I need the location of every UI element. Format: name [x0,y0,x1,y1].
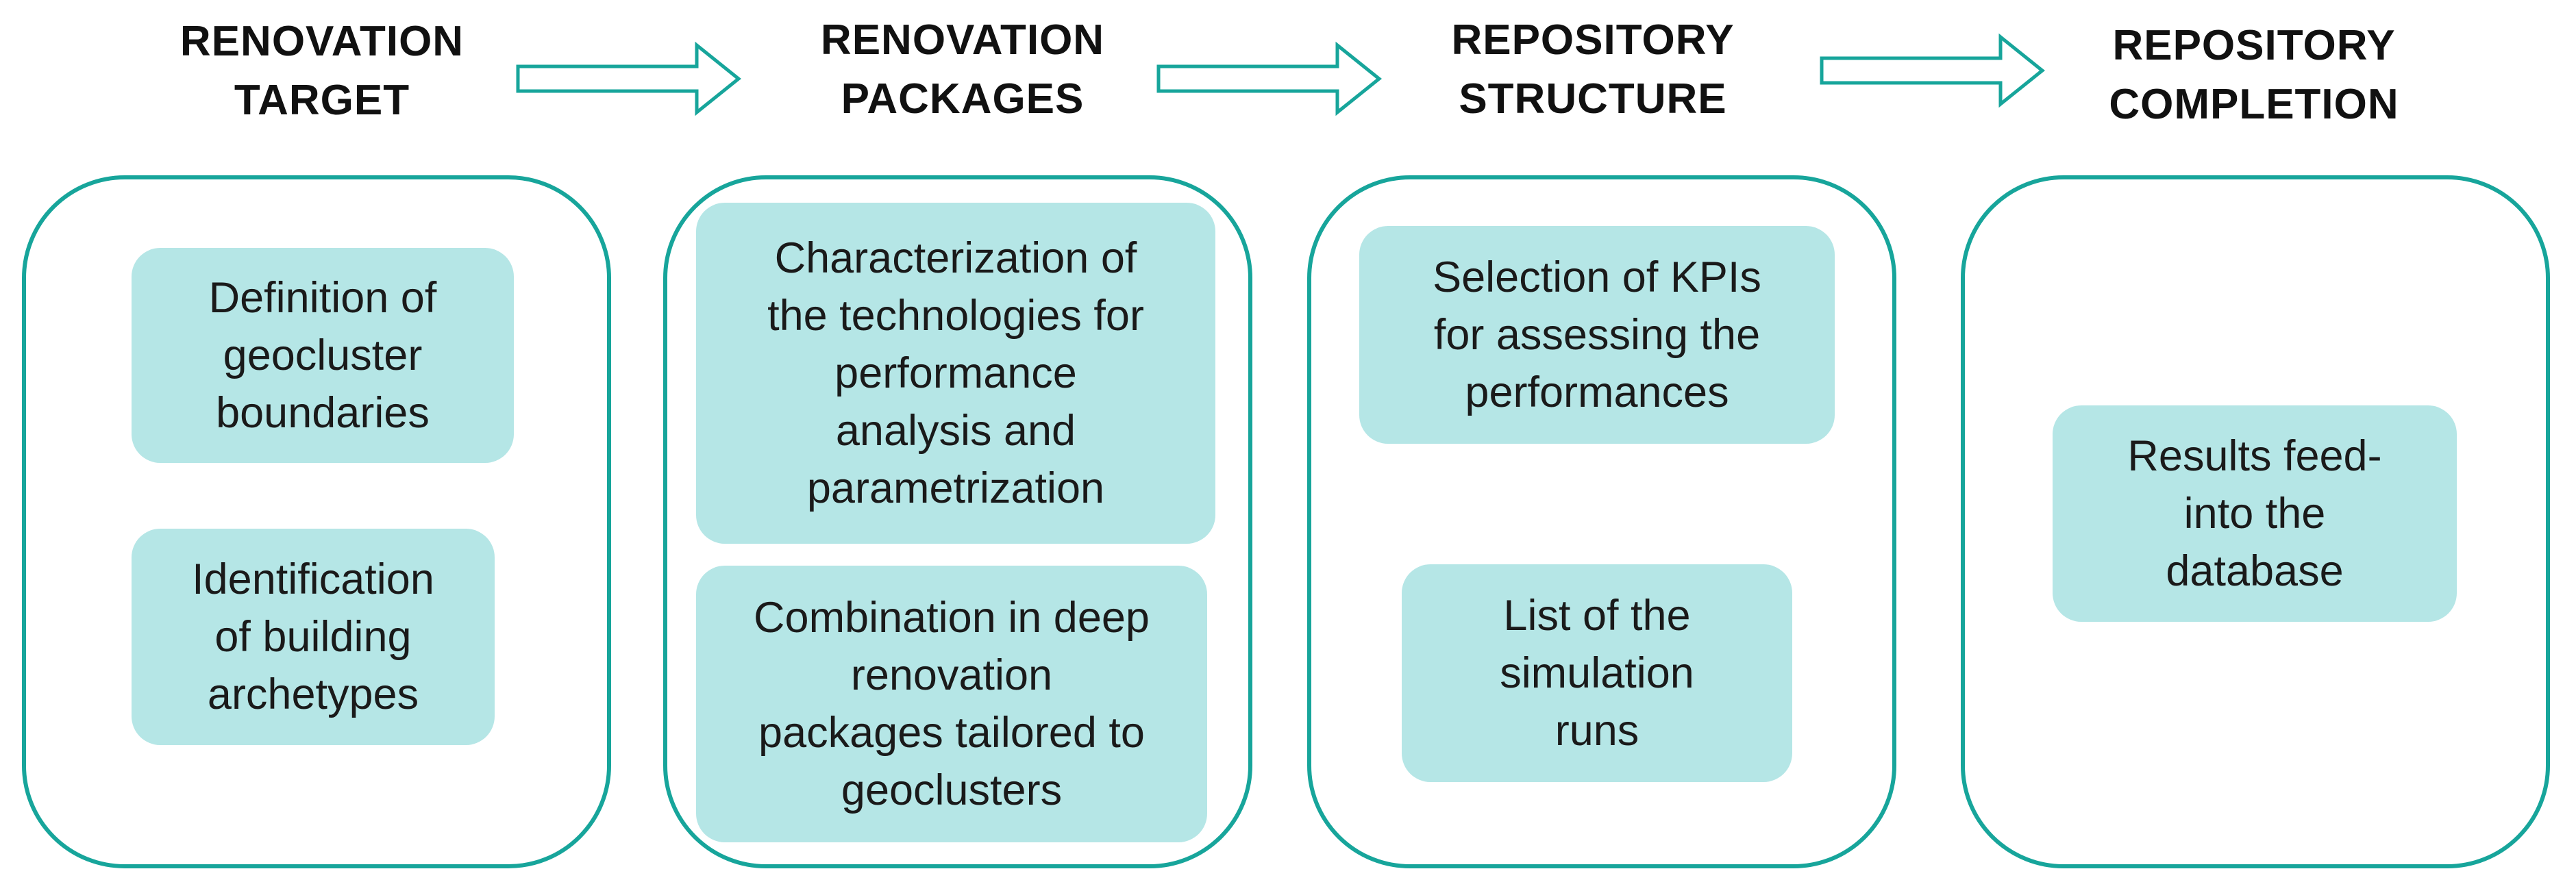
flow-arrow-icon [1820,33,2045,108]
card-text-line: runs [1555,707,1639,755]
card-text-line: Identification [192,555,434,603]
step-card-technologies-characterization: Characterization of the technologies for… [696,203,1215,544]
stage-title-repository-completion: REPOSITORY COMPLETION [2083,16,2425,134]
card-text-line: analysis and [835,407,1076,455]
stage-title-line: TARGET [234,77,410,124]
step-card-results-feed: Results feed- into the database [2053,405,2457,622]
card-text-line: Definition of [208,274,437,322]
step-card-deep-renovation-packages: Combination in deep renovation packages … [696,566,1207,842]
stage-title-line: REPOSITORY [2112,22,2396,69]
card-text-line: parametrization [806,464,1105,512]
stage-title-repository-structure: REPOSITORY STRUCTURE [1422,11,1764,129]
stage-title-line: COMPLETION [2109,81,2399,128]
stage-title-renovation-target: RENOVATION TARGET [151,12,493,130]
card-text-line: the technologies for [767,292,1144,340]
card-text-line: Combination in deep [754,594,1150,642]
step-card-building-archetypes: Identification of building archetypes [132,529,495,745]
card-text-line: into the [2183,490,2326,538]
card-text-line: archetypes [207,670,419,718]
card-text-line: Results feed- [2127,432,2382,480]
step-card-geocluster-boundaries: Definition of geocluster boundaries [132,248,514,463]
card-text-line: renovation [850,651,1053,699]
card-text-line: Selection of KPIs [1433,253,1761,301]
flow-arrow-icon [1156,41,1382,116]
step-card-kpi-selection: Selection of KPIs for assessing the perf… [1359,226,1835,444]
card-text-line: boundaries [216,389,430,437]
card-text-line: packages tailored to [758,709,1145,757]
flow-arrow-icon [516,41,741,116]
step-card-simulation-runs: List of the simulation runs [1402,564,1792,782]
card-text-line: List of the [1503,592,1691,640]
stage-title-line: RENOVATION [820,16,1105,64]
card-text-line: database [2166,547,2344,595]
stage-title-line: STRUCTURE [1459,75,1727,123]
stage-title-renovation-packages: RENOVATION PACKAGES [791,11,1134,129]
card-text-line: geocluster [223,331,423,379]
card-text-line: simulation [1500,649,1694,697]
card-text-line: for assessing the [1433,311,1761,359]
stage-title-line: RENOVATION [179,18,465,65]
stage-title-line: PACKAGES [841,75,1085,123]
card-text-line: geoclusters [841,766,1063,814]
card-text-line: performances [1465,368,1729,416]
stage-title-line: REPOSITORY [1451,16,1735,64]
card-text-line: performance [834,349,1077,397]
card-text-line: Characterization of [774,234,1137,282]
card-text-line: of building [214,613,412,661]
